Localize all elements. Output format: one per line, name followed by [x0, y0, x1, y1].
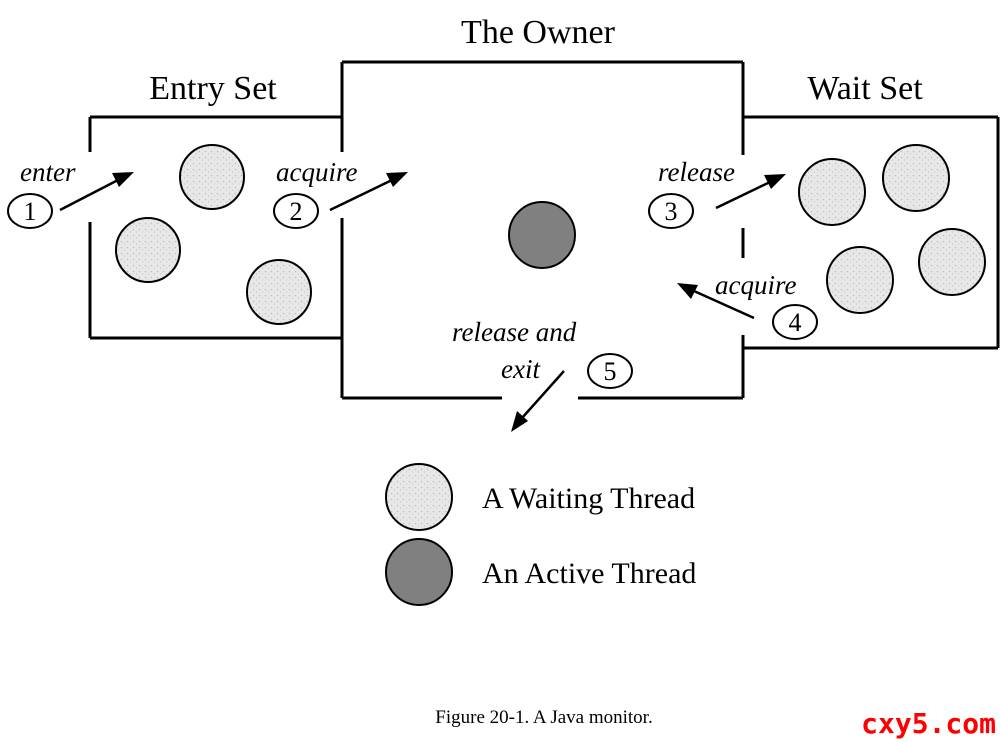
entry-waiting-thread: [179, 144, 245, 210]
step-3-number: 3: [665, 197, 678, 226]
legend-active-thread-label: An Active Thread: [482, 557, 696, 590]
step-3-release: release 3: [648, 157, 786, 229]
owner-heading: The Owner: [461, 14, 616, 51]
entry-waiting-thread: [115, 217, 181, 283]
wait-waiting-thread: [918, 228, 986, 296]
wait-waiting-thread: [798, 158, 866, 226]
owner-active-thread: [508, 201, 576, 269]
step-1-enter: enter 1: [7, 157, 134, 229]
step-4-arrow-head: [677, 283, 698, 299]
legend: A Waiting Thread An Active Thread: [385, 463, 696, 606]
wait-set-room: [743, 115, 1000, 350]
legend-waiting-thread-icon: [385, 463, 453, 531]
step-1-badge: [7, 193, 53, 229]
step-2-number: 2: [290, 197, 303, 226]
step-1-arrow-head: [112, 172, 134, 187]
step-4-label: acquire: [715, 270, 796, 300]
figure-caption: Figure 20-1. A Java monitor.: [435, 707, 652, 728]
wait-set-heading: Wait Set: [807, 70, 923, 107]
step-1-number: 1: [24, 197, 37, 226]
step-2-arrow-head: [386, 172, 408, 187]
step-2-badge: [273, 193, 319, 229]
step-3-arrow: [715, 180, 771, 210]
step-3-badge: [648, 193, 694, 229]
watermark: cxy5.com: [861, 707, 996, 740]
step-4-acquire: acquire 4: [677, 270, 818, 340]
wait-waiting-thread: [826, 246, 894, 314]
legend-active-thread-icon: [385, 538, 453, 606]
step-5-release-and-exit: release and exit 5: [452, 317, 633, 432]
step-5-label-line1: release and: [452, 317, 577, 347]
step-2-arrow: [329, 178, 393, 212]
step-4-badge: [772, 304, 818, 340]
entry-set-heading: Entry Set: [149, 70, 277, 107]
step-3-arrow-head: [764, 174, 786, 189]
entry-waiting-thread: [246, 259, 312, 325]
step-1-label: enter: [20, 157, 76, 187]
step-5-arrow: [521, 370, 565, 419]
step-4-number: 4: [789, 308, 802, 337]
step-3-label: release: [658, 157, 735, 187]
step-2-label: acquire: [276, 157, 357, 187]
step-5-arrow-head: [511, 411, 528, 432]
step-5-label-line2: exit: [501, 354, 541, 384]
wait-waiting-thread: [882, 144, 950, 212]
entry-set-room: [88, 115, 342, 340]
step-2-acquire: acquire 2: [273, 157, 408, 229]
legend-waiting-thread-label: A Waiting Thread: [482, 482, 695, 515]
owner-room: [340, 60, 745, 400]
step-5-badge: [587, 353, 633, 389]
step-4-arrow: [693, 289, 755, 320]
step-5-number: 5: [604, 357, 617, 386]
step-1-arrow: [59, 178, 119, 212]
